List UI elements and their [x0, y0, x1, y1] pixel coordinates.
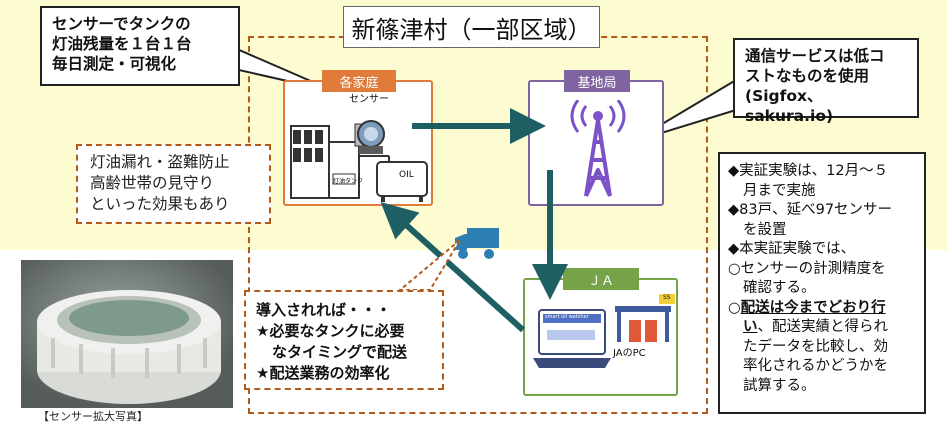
intro-line: なタイミングで配送	[272, 343, 408, 361]
info-line: たデータを比較し、効	[743, 338, 888, 355]
ja-tag: ＪＡ	[563, 268, 639, 290]
info-line: 確認する。	[743, 280, 816, 296]
household-tag: 各家庭	[322, 70, 396, 92]
tank-door-label: 灯油タンク	[333, 178, 364, 185]
callout-line: センサーでタンクの	[52, 15, 191, 33]
callout-communication-service: 通信サービスは低コ ストなものを使用 (Sigfox、sakura.io)	[733, 38, 919, 125]
info-line: 月まで実施	[743, 182, 816, 199]
effects-box: 灯油漏れ・盗難防止 高齢世帯の見守り といった効果もあり	[76, 144, 271, 224]
truck-icon	[455, 228, 499, 259]
house-illustration	[290, 120, 428, 202]
effects-line: といった効果もあり	[90, 195, 230, 213]
info-line: ◆本実証実験では、	[728, 241, 856, 257]
info-text: 、配送実績と得られ	[757, 319, 889, 335]
antenna-icon	[570, 100, 626, 197]
laptop-icon	[533, 309, 611, 368]
ja-pc-label: JAのPC	[613, 348, 646, 359]
ja-node: ＪＡ smart oil watcher JAのPC SS	[523, 268, 678, 396]
ss-badge: SS	[663, 294, 671, 301]
callout-line: 毎日測定・可視化	[52, 55, 177, 73]
info-line: 率化されるかどうかを	[743, 358, 888, 374]
intro-line: 導入されれば・・・	[256, 301, 392, 319]
laptop-screen-text: smart oil watcher	[545, 314, 589, 320]
info-line: い、配送実績と得られ	[728, 318, 916, 338]
callout-line: 灯油残量を１台１台	[52, 35, 192, 53]
arrow-ja-to-household	[380, 201, 526, 333]
info-emphasis: 配送は今までどおり行	[740, 299, 886, 316]
sensor-label: センサー	[349, 94, 389, 105]
info-bullet: ○	[728, 299, 741, 316]
experiment-info-box: ◆実証実験は、12月～５ 月まで実施 ◆83戸、延べ97センサー を設置 ◆本実…	[718, 152, 926, 414]
info-line: ◆83戸、延べ97センサー	[728, 202, 893, 218]
info-line: ○センサーの計測精度を	[728, 260, 886, 277]
oil-label: OIL	[399, 170, 414, 180]
effects-line: 灯油漏れ・盗難防止	[90, 153, 230, 171]
intro-line: ★必要なタンクに必要	[256, 322, 405, 340]
base-station-tag: 基地局	[564, 70, 630, 92]
info-line: ○配送は今までどおり行	[728, 299, 916, 319]
gas-station-icon	[615, 294, 675, 342]
info-emphasis: い	[743, 319, 758, 335]
page-title: 新篠津村（一部区域）	[343, 6, 600, 48]
info-line: ◆実証実験は、12月～５	[728, 163, 889, 179]
callout-line: ストなものを使用	[745, 67, 870, 85]
callout-line: (Sigfox、sakura.io)	[745, 87, 834, 125]
info-line: を設置	[743, 221, 787, 238]
info-line: 試算する。	[743, 377, 816, 394]
callout-line: 通信サービスは低コ	[745, 47, 885, 65]
household-node: 各家庭 センサー OIL 灯油タンク	[283, 70, 433, 206]
intro-line: ★配送業務の効率化	[256, 364, 390, 382]
photo-caption: 【センサー拡大写真】	[38, 410, 148, 423]
intro-pointer	[397, 239, 461, 291]
sensor-photo	[21, 260, 233, 408]
effects-line: 高齢世帯の見守り	[90, 174, 215, 192]
intro-benefits-box: 導入されれば・・・ ★必要なタンクに必要 なタイミングで配送 ★配送業務の効率化	[244, 290, 444, 390]
sensor-photo-image	[21, 260, 233, 408]
callout-sensor-measurement: センサーでタンクの 灯油残量を１台１台 毎日測定・可視化	[40, 6, 240, 86]
